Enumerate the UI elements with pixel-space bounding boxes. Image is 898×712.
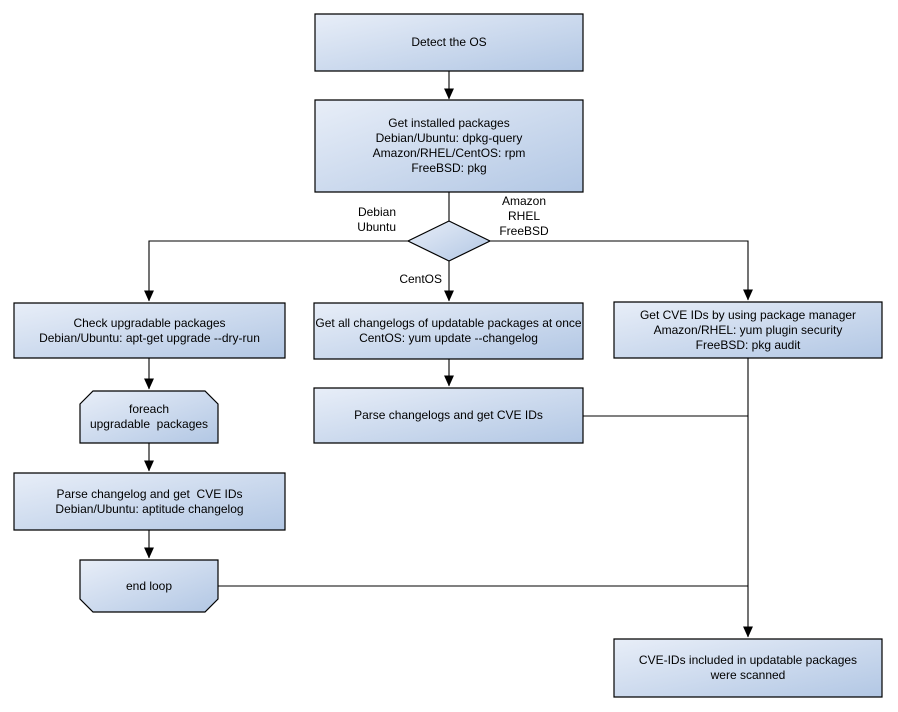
node-label-end-loop: end loop — [125, 578, 173, 593]
node-shape-parse-changelogs-get-cve-ids — [313, 387, 584, 444]
node-shape-foreach-upgradable-packages — [79, 390, 219, 444]
node-shape-parse-changelog-get-cve-ids — [13, 472, 286, 531]
node-label-detect-os: Detect the OS — [411, 35, 487, 49]
node-label-get-cve-ids-by-package-manager: Get CVE IDs by using package manager Ama… — [639, 307, 857, 352]
edge-decision-to-get-cve-ids — [490, 240, 753, 301]
node-shape-end-loop — [79, 559, 219, 613]
node-label-parse-changelogs-get-cve-ids: Parse changelogs and get CVE IDs — [354, 408, 543, 422]
node-shape-os-decision — [406, 220, 492, 262]
node-shape-get-installed-packages — [314, 99, 584, 193]
node-shape-detect-os — [314, 13, 584, 72]
node-shape-check-upgradable-packages — [13, 302, 286, 359]
edge-decision-to-check-upgradable — [144, 240, 408, 302]
node-label-check-upgradable-packages: Check upgradable packages Debian/Ubuntu:… — [39, 315, 260, 345]
edge-label-debian-ubuntu: Debian Ubuntu — [357, 205, 396, 234]
node-label-get-installed-packages: Get installed packages Debian/Ubuntu: dp… — [372, 116, 526, 175]
node-shape-get-cve-ids-by-package-manager — [613, 301, 883, 359]
edge-label-centos: CentOS — [399, 272, 442, 286]
node-shape-get-all-changelogs — [313, 302, 584, 360]
edge-label-amazon-rhel-freebsd: Amazon RHEL FreeBSD — [499, 194, 549, 238]
node-shape-cve-ids-scanned — [613, 638, 883, 698]
node-label-get-all-changelogs: Get all changelogs of updatable packages… — [315, 316, 582, 345]
node-label-parse-changelog-get-cve-ids: Parse changelog and get CVE IDs Debian/U… — [55, 486, 244, 516]
node-label-cve-ids-scanned: CVE-IDs included in updatable packages w… — [638, 653, 858, 682]
node-label-foreach-upgradable-packages: foreach upgradable packages — [89, 402, 209, 431]
